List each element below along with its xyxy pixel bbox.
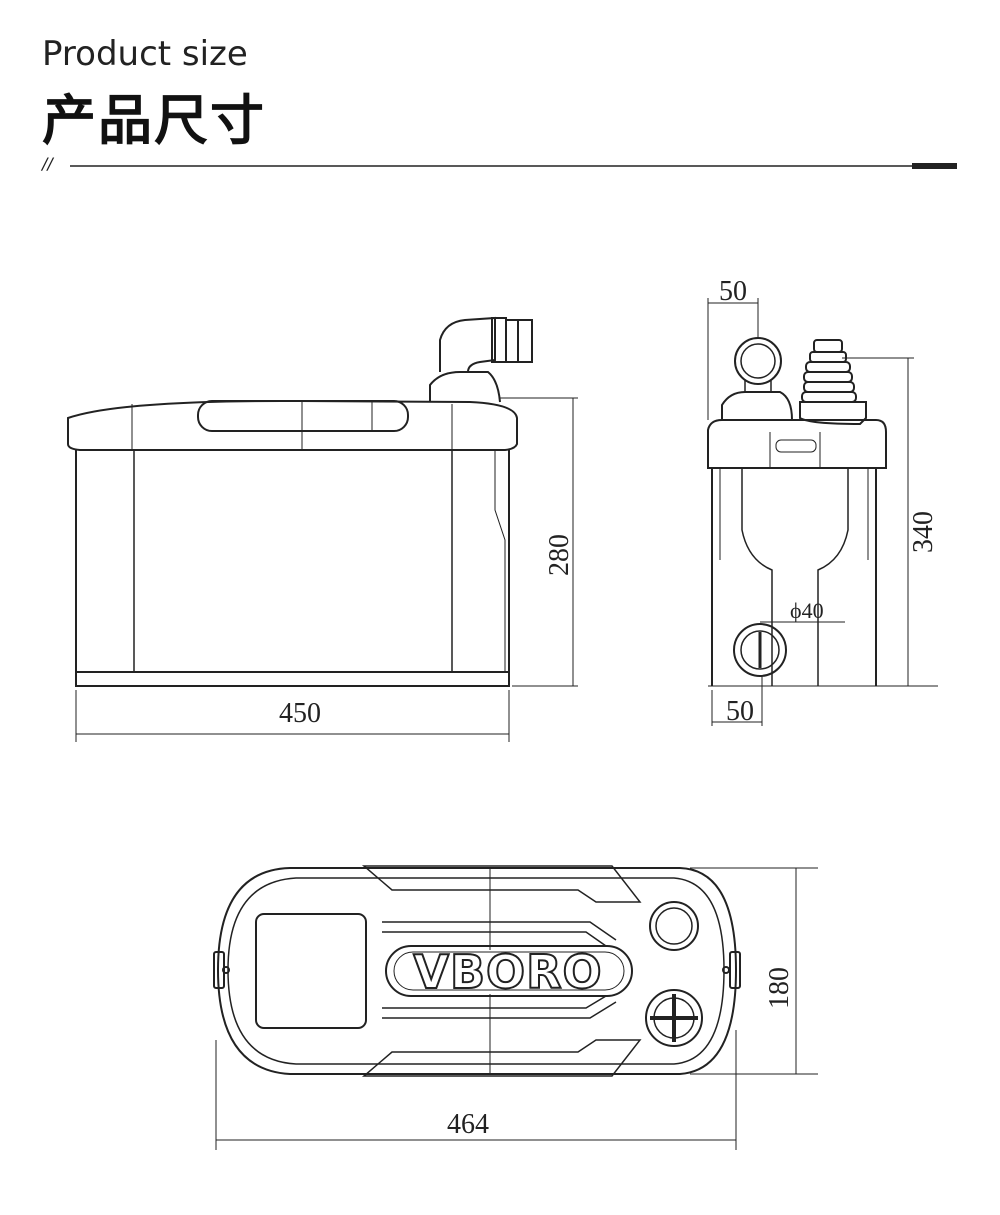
top-logo-plate [385, 945, 633, 997]
front-outlet-base [429, 371, 501, 403]
top-width-label: 464 [447, 1109, 489, 1140]
side-top-offset-label: 50 [719, 276, 747, 307]
top-port [645, 989, 703, 1047]
side-bellows [799, 339, 867, 426]
side-diameter-label: ϕ40 [790, 598, 824, 623]
front-lid [67, 399, 518, 451]
divider-mark: // [42, 154, 53, 173]
side-outlet-ring [734, 337, 782, 385]
front-handle [197, 400, 409, 432]
top-outline [216, 867, 738, 1075]
title-chinese: 产品尺寸 [42, 89, 266, 152]
side-view [707, 298, 938, 726]
side-outlet-base [721, 391, 793, 421]
top-cap [649, 901, 699, 951]
front-width-label: 450 [279, 698, 321, 729]
top-view [213, 865, 818, 1150]
top-logo-text: VBORO [413, 945, 602, 999]
front-outlet-elbow [439, 316, 496, 373]
front-view [67, 316, 578, 742]
side-bottom-offset-label: 50 [726, 696, 754, 727]
top-depth-label: 180 [764, 967, 795, 1009]
top-chevron-lower [361, 1039, 642, 1077]
front-body [75, 450, 510, 673]
side-lid [707, 419, 887, 469]
front-height-label: 280 [544, 534, 575, 576]
top-window [255, 913, 367, 1029]
side-height-label: 340 [908, 511, 939, 553]
front-base [75, 671, 510, 687]
top-chevron-upper [361, 865, 642, 903]
title-english: Product size [42, 34, 248, 74]
side-bottom-port [733, 623, 787, 677]
